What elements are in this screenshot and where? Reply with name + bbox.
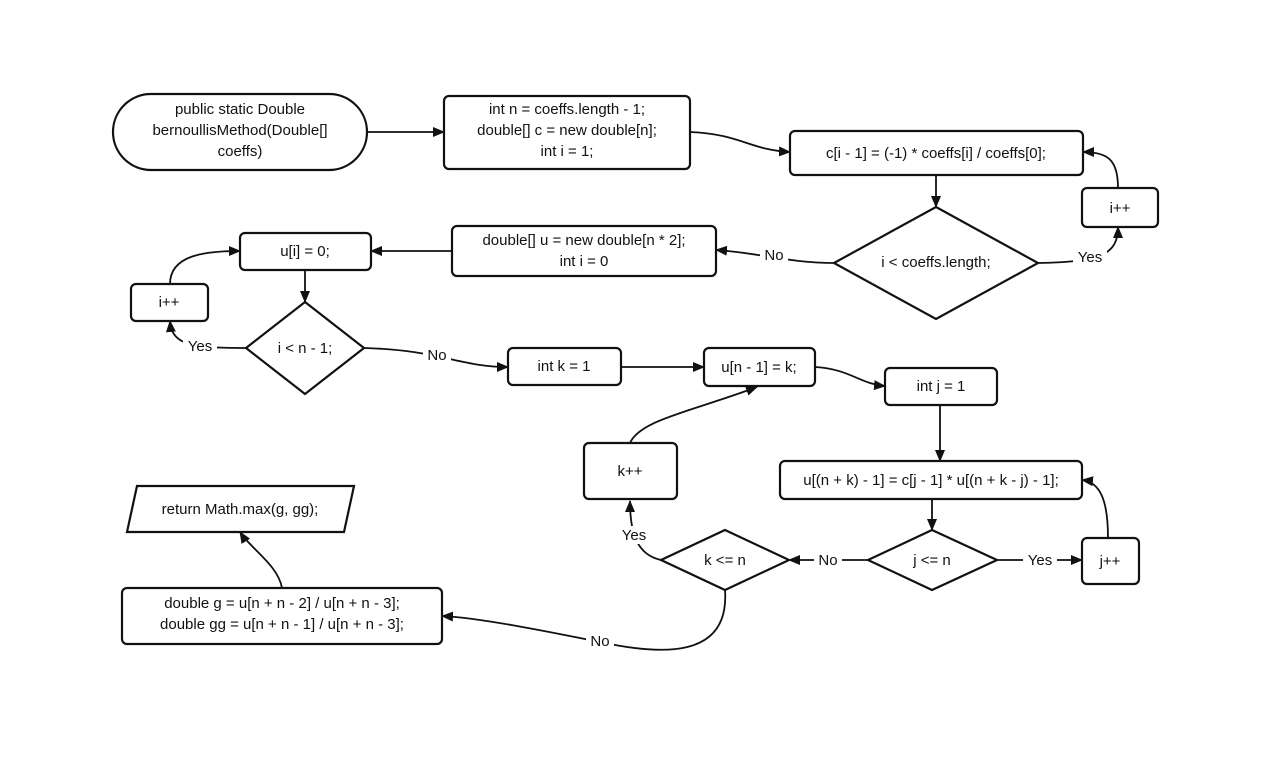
node-inc-i-top: i++	[1080, 186, 1160, 229]
svg-text:u[n - 1] = k;: u[n - 1] = k;	[721, 359, 796, 376]
svg-text:u[(n + k) - 1] = c[j - 1] * u[: u[(n + k) - 1] = c[j - 1] * u[(n + k - j…	[803, 472, 1059, 489]
edge-label-cond-i-n-yes: Yes	[188, 338, 212, 355]
node-return-max: return Math.max(g, gg);	[125, 484, 356, 534]
edge-inc-to-set-u	[169, 246, 241, 285]
start-line-2: bernoullisMethod(Double[]	[152, 122, 327, 139]
node-compute-c: c[i - 1] = (-1) * coeffs[i] / coeffs[0];	[788, 129, 1085, 177]
start-line-3: coeffs)	[218, 143, 263, 160]
node-cond-i-coeffs: i < coeffs.length;	[831, 205, 1041, 321]
compute-g-line-2: double gg = u[n + n - 1] / u[n + n - 3];	[160, 616, 404, 633]
cond-i-n-line-1: i < n - 1;	[278, 340, 333, 357]
svg-text:int n = coeffs.length - 1;: int n = coeffs.length - 1;	[489, 101, 645, 118]
edge-label-cond-i-coeffs-no: No	[764, 247, 783, 264]
node-inc-k: k++	[582, 441, 679, 501]
edge-label-cond-i-n-no: No	[427, 347, 446, 364]
edge-init-vars-to-compute-c	[689, 131, 791, 157]
init-k-line-1: int k = 1	[538, 358, 591, 375]
svg-text:j++: j++	[1099, 553, 1121, 570]
svg-text:i < n - 1;: i < n - 1;	[278, 340, 333, 357]
svg-text:int i = 1;: int i = 1;	[541, 143, 594, 160]
svg-text:bernoullisMethod(Double[]: bernoullisMethod(Double[]	[152, 122, 327, 139]
edge-set-u-k-to-init-j	[814, 366, 886, 391]
node-set-u-k: u[n - 1] = k;	[702, 346, 817, 388]
svg-text:c[i - 1] = (-1) * coeffs[i] /: c[i - 1] = (-1) * coeffs[i] / coeffs[0];	[826, 145, 1046, 162]
set-u-zero-line-1: u[i] = 0;	[280, 243, 330, 260]
edge-inc-j-to-compute-u	[1081, 476, 1109, 539]
svg-text:i++: i++	[1110, 200, 1131, 217]
node-inc-i-left: i++	[129, 282, 210, 323]
svg-text:double gg = u[n + n - 1] / u[n: double gg = u[n + n - 1] / u[n + n - 3];	[160, 616, 404, 633]
svg-text:i++: i++	[159, 294, 180, 311]
svg-text:k++: k++	[617, 463, 642, 480]
svg-text:k <= n: k <= n	[704, 552, 746, 569]
node-compute-u: u[(n + k) - 1] = c[j - 1] * u[(n + k - j…	[778, 459, 1084, 501]
cond-i-coeffs-line-1: i < coeffs.length;	[881, 254, 990, 271]
edge-cond-k-no-to-compute-g	[441, 589, 726, 651]
init-vars-line-2: double[] c = new double[n];	[477, 122, 657, 139]
node-cond-k-n: k <= n	[658, 528, 792, 592]
edge-label-cond-k-n-yes: Yes	[622, 527, 646, 544]
edge-label-cond-i-coeffs-yes: Yes	[1078, 249, 1102, 266]
init-u-line-2: int i = 0	[560, 253, 609, 270]
init-j-line-1: int j = 1	[917, 378, 966, 395]
edge-labels: Yes No Yes No Yes No Yes No	[183, 246, 1107, 650]
svg-text:j <= n: j <= n	[912, 552, 951, 569]
node-start: public static Double bernoullisMethod(Do…	[111, 92, 369, 172]
init-vars-line-1: int n = coeffs.length - 1;	[489, 101, 645, 118]
svg-text:double g = u[n + n - 2] / u[n: double g = u[n + n - 2] / u[n + n - 3];	[164, 595, 400, 612]
start-line-1: public static Double	[175, 101, 305, 118]
edge-label-cond-j-n-no: No	[818, 552, 837, 569]
node-cond-i-n: i < n - 1;	[244, 300, 366, 396]
compute-u-line-1: u[(n + k) - 1] = c[j - 1] * u[(n + k - j…	[803, 472, 1059, 489]
edge-label-cond-j-n-yes: Yes	[1028, 552, 1052, 569]
svg-text:double[] c = new double[n];: double[] c = new double[n];	[477, 122, 657, 139]
inc-i-left-line-1: i++	[159, 294, 180, 311]
node-inc-j: j++	[1080, 536, 1141, 586]
edge-inc-k-to-set-u-k	[629, 386, 758, 444]
node-init-vars: int n = coeffs.length - 1; double[] c = …	[442, 94, 692, 171]
svg-text:i < coeffs.length;: i < coeffs.length;	[881, 254, 990, 271]
svg-text:return Math.max(g, gg);: return Math.max(g, gg);	[162, 501, 319, 518]
set-u-k-line-1: u[n - 1] = k;	[721, 359, 796, 376]
init-u-line-1: double[] u = new double[n * 2];	[482, 232, 685, 249]
node-cond-j-n: j <= n	[865, 528, 1000, 592]
node-init-k: int k = 1	[506, 346, 623, 387]
svg-text:coeffs): coeffs)	[218, 143, 263, 160]
svg-text:public static Double: public static Double	[175, 101, 305, 118]
inc-k-line-1: k++	[617, 463, 642, 480]
inc-j-line-1: j++	[1099, 553, 1121, 570]
svg-text:int i = 0: int i = 0	[560, 253, 609, 270]
node-init-j: int j = 1	[883, 366, 999, 407]
svg-text:int k = 1: int k = 1	[538, 358, 591, 375]
node-set-u-zero: u[i] = 0;	[238, 231, 373, 272]
edge-label-cond-k-n-no: No	[590, 633, 609, 650]
svg-text:int j = 1: int j = 1	[917, 378, 966, 395]
cond-j-n-line-1: j <= n	[912, 552, 951, 569]
edge-compute-g-to-return	[239, 531, 283, 589]
edge-inc-i-to-compute-c	[1082, 147, 1119, 189]
svg-text:u[i] = 0;: u[i] = 0;	[280, 243, 330, 260]
compute-c-line-1: c[i - 1] = (-1) * coeffs[i] / coeffs[0];	[826, 145, 1046, 162]
return-max-line-1: return Math.max(g, gg);	[162, 501, 319, 518]
svg-text:double[] u = new double[n * 2]: double[] u = new double[n * 2];	[482, 232, 685, 249]
inc-i-top-line-1: i++	[1110, 200, 1131, 217]
node-init-u: double[] u = new double[n * 2]; int i = …	[450, 224, 718, 278]
cond-k-n-line-1: k <= n	[704, 552, 746, 569]
node-compute-g: double g = u[n + n - 2] / u[n + n - 3]; …	[120, 586, 444, 646]
compute-g-line-1: double g = u[n + n - 2] / u[n + n - 3];	[164, 595, 400, 612]
init-vars-line-3: int i = 1;	[541, 143, 594, 160]
